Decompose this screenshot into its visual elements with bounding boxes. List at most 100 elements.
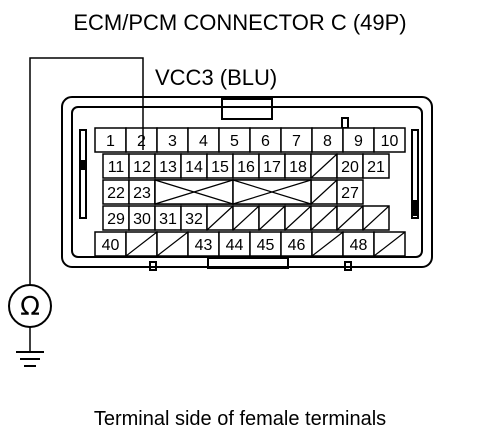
terminal-label: 44 — [226, 237, 244, 254]
terminal-32: 32 — [180, 205, 208, 231]
terminal-label: 46 — [288, 237, 306, 254]
connector-bottom-tab — [207, 257, 289, 269]
terminal-4: 4 — [187, 127, 220, 153]
terminal-label: 1 — [106, 133, 115, 150]
terminal-label: 18 — [289, 159, 307, 176]
terminal-label: 43 — [195, 237, 213, 254]
terminal-16: 16 — [232, 153, 260, 179]
probe-wire — [29, 57, 144, 285]
terminal-empty — [310, 205, 338, 231]
connector-right-marker — [412, 200, 418, 216]
terminal-label: 40 — [102, 237, 120, 254]
terminal-27: 27 — [336, 179, 364, 205]
terminal-3: 3 — [156, 127, 189, 153]
terminal-empty — [284, 205, 312, 231]
terminal-label: 17 — [263, 159, 281, 176]
connector-right-guide — [411, 129, 419, 219]
terminal-label: 27 — [341, 185, 359, 202]
terminal-empty — [310, 179, 338, 205]
terminal-label: 32 — [185, 211, 203, 228]
ground-icon — [16, 351, 44, 367]
terminal-label: 48 — [350, 237, 368, 254]
terminal-empty — [156, 231, 189, 257]
terminal-13: 13 — [154, 153, 182, 179]
terminal-44: 44 — [218, 231, 251, 257]
terminal-label: 8 — [323, 133, 332, 150]
terminal-empty — [258, 205, 286, 231]
terminal-18: 18 — [284, 153, 312, 179]
connector-key-top — [341, 117, 349, 129]
terminal-46: 46 — [280, 231, 313, 257]
diagram-caption: Terminal side of female terminals — [94, 408, 386, 430]
terminal-15: 15 — [206, 153, 234, 179]
terminal-48: 48 — [342, 231, 375, 257]
terminal-43: 43 — [187, 231, 220, 257]
terminal-label: 45 — [257, 237, 275, 254]
terminal-empty — [362, 205, 390, 231]
terminal-45: 45 — [249, 231, 282, 257]
terminal-20: 20 — [336, 153, 364, 179]
probe-lead — [29, 57, 144, 352]
terminal-empty — [232, 205, 260, 231]
terminal-label: 30 — [133, 211, 151, 228]
connector-left-guide — [79, 129, 87, 219]
connector-top-latch — [221, 98, 273, 120]
terminal-label: 4 — [199, 133, 208, 150]
connector-housing — [61, 96, 433, 271]
terminal-label: 21 — [367, 159, 385, 176]
terminal-empty — [311, 231, 344, 257]
terminal-label: 31 — [159, 211, 177, 228]
terminal-label: 29 — [107, 211, 125, 228]
terminal-label: 14 — [185, 159, 203, 176]
terminal-label: 13 — [159, 159, 177, 176]
terminal-label: 15 — [211, 159, 229, 176]
terminal-label: 23 — [133, 185, 151, 202]
terminal-23: 23 — [128, 179, 156, 205]
ohmmeter-circle — [8, 284, 52, 328]
blank-cavity-cross-2 — [232, 179, 312, 205]
terminal-22: 22 — [102, 179, 130, 205]
connector-left-marker — [80, 160, 86, 170]
wire-label: VCC3 (BLU) — [155, 65, 277, 90]
terminal-label: 2 — [137, 133, 146, 150]
diagram-title: ECM/PCM CONNECTOR C (49P) — [73, 10, 406, 35]
terminal-label: 6 — [261, 133, 270, 150]
terminal-14: 14 — [180, 153, 208, 179]
terminal-1: 1 — [94, 127, 127, 153]
terminal-17: 17 — [258, 153, 286, 179]
terminal-10: 10 — [373, 127, 406, 153]
terminal-empty — [206, 205, 234, 231]
ohmmeter: Ω — [8, 284, 52, 328]
terminal-label: 10 — [381, 133, 399, 150]
connector-key-left — [149, 261, 157, 271]
terminal-label: 22 — [107, 185, 125, 202]
terminal-label: 9 — [354, 133, 363, 150]
terminal-11: 11 — [102, 153, 130, 179]
terminal-label: 11 — [108, 159, 125, 176]
terminal-8: 8 — [311, 127, 344, 153]
terminal-label: 7 — [292, 133, 301, 150]
terminal-29: 29 — [102, 205, 130, 231]
terminal-30: 30 — [128, 205, 156, 231]
terminal-21: 21 — [362, 153, 390, 179]
terminal-label: 16 — [237, 159, 255, 176]
terminal-2: 2 — [125, 127, 158, 153]
terminal-label: 12 — [133, 159, 151, 176]
terminal-5: 5 — [218, 127, 251, 153]
blank-cavity-cross-1 — [154, 179, 234, 205]
terminal-9: 9 — [342, 127, 375, 153]
connector-key-right — [344, 261, 352, 271]
terminal-empty — [125, 231, 158, 257]
terminal-empty — [336, 205, 364, 231]
terminal-31: 31 — [154, 205, 182, 231]
terminal-empty — [373, 231, 406, 257]
terminal-empty — [310, 153, 338, 179]
terminal-6: 6 — [249, 127, 282, 153]
ohm-icon: Ω — [20, 292, 40, 322]
terminal-7: 7 — [280, 127, 313, 153]
terminal-12: 12 — [128, 153, 156, 179]
terminal-label: 5 — [230, 133, 239, 150]
